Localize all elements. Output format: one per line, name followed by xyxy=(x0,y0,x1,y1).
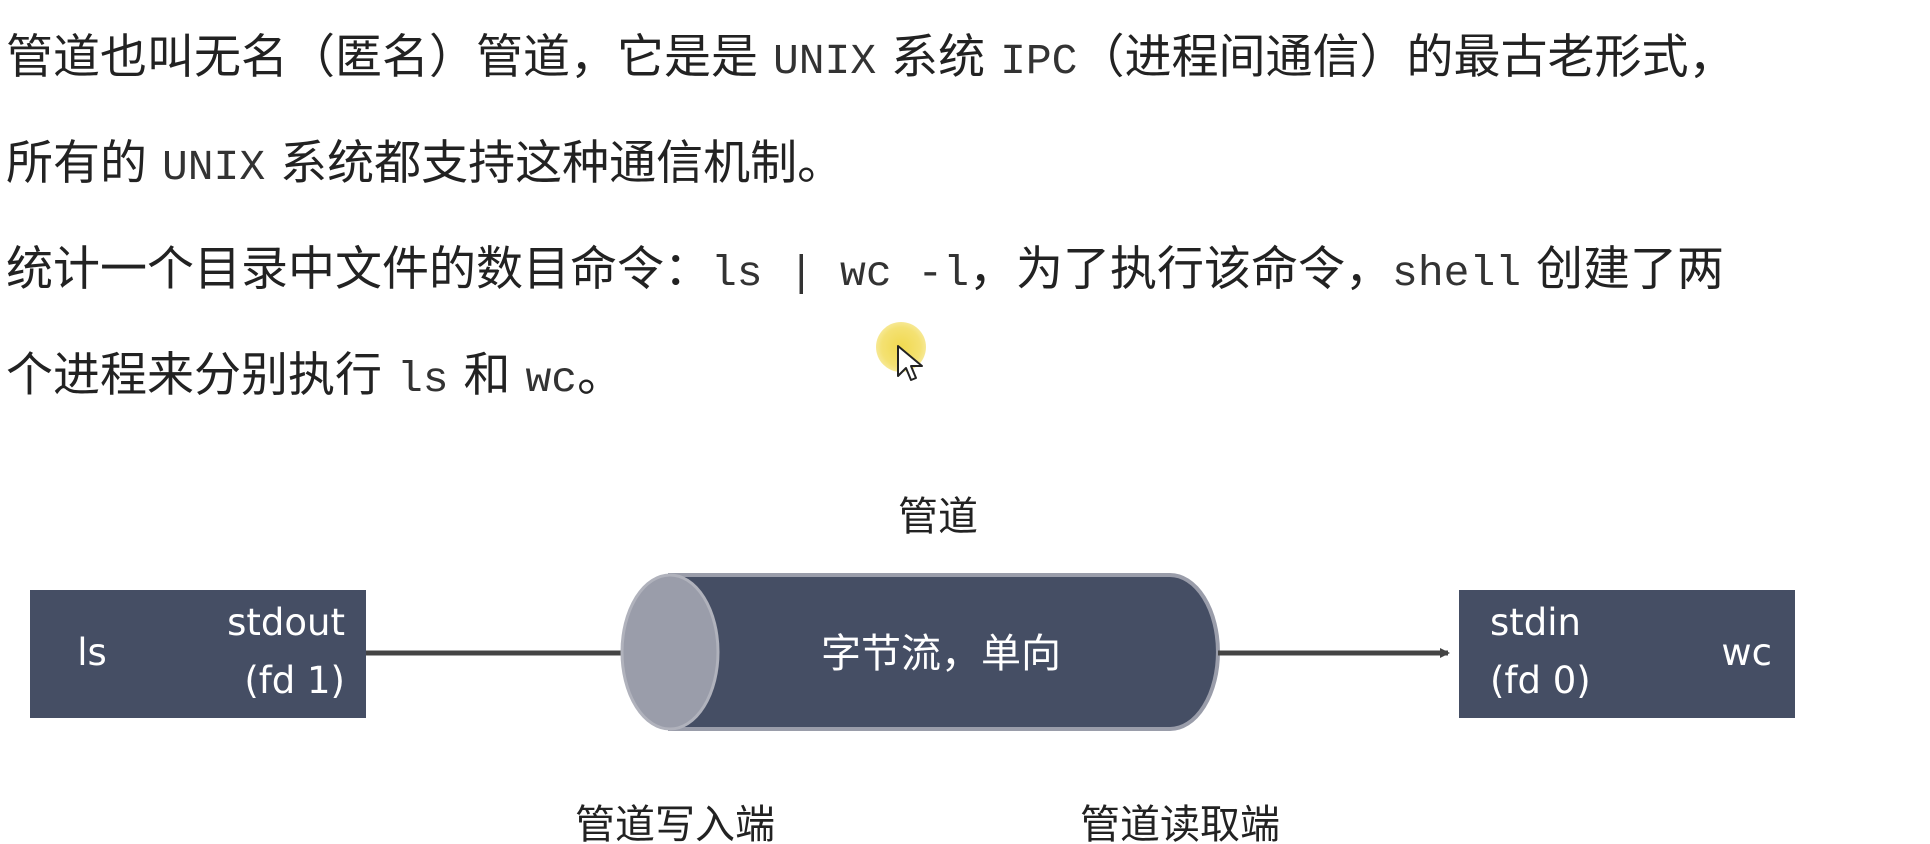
line3-code-command: ls | wc -l xyxy=(711,249,970,298)
line1-code-unix: UNIX xyxy=(772,37,877,86)
line2-code-unix: UNIX xyxy=(161,143,266,192)
right-process-box-rect xyxy=(1459,590,1795,718)
pipe-title: 管道 xyxy=(898,494,978,540)
left-process-name: ls xyxy=(77,631,107,674)
line4-code-ls: ls xyxy=(396,355,449,404)
left-process-port-line1: stdout xyxy=(227,601,345,644)
paragraph-line-4: 个进程来分别执行 ls 和 wc。 xyxy=(6,346,624,410)
line1-code-ipc: IPC xyxy=(1000,37,1078,86)
line3-text-e: 创建了两 xyxy=(1521,242,1725,297)
write-end-label: 管道写入端 xyxy=(575,802,775,844)
read-end-label: 管道读取端 xyxy=(1080,802,1280,844)
right-process-box: stdin (fd 0) wc xyxy=(1459,590,1795,718)
line1-text-e: （进程间通信）的最古老形式， xyxy=(1077,30,1736,85)
pipe-cylinder-body xyxy=(668,573,1220,731)
line2-text-c: 系统都支持这种通信机制。 xyxy=(265,136,845,191)
line3-text-a: 统计一个目录中文件的数目命令： xyxy=(6,242,711,297)
right-process-name: wc xyxy=(1721,631,1772,674)
line1-text-c: 系统 xyxy=(876,30,1001,85)
left-process-box-rect xyxy=(30,590,366,718)
line2-text-a: 所有的 xyxy=(6,136,162,191)
pipe-cylinder-cap xyxy=(620,573,720,731)
right-process-port-line2: (fd 0) xyxy=(1490,659,1591,702)
left-process-port-line2: (fd 1) xyxy=(244,659,345,702)
line4-text-a: 个进程来分别执行 xyxy=(6,348,397,403)
line3-text-c: ，为了执行该命令， xyxy=(969,242,1393,297)
pipe-cylinder: 字节流，单向 xyxy=(620,573,1220,731)
line4-text-c: 和 xyxy=(448,348,526,403)
line3-code-shell: shell xyxy=(1392,249,1522,298)
paragraph-line-2: 所有的 UNIX 系统都支持这种通信机制。 xyxy=(6,134,844,198)
line4-code-wc: wc xyxy=(525,355,578,404)
line1-text-a: 管道也叫无名（匿名）管道，它是是 xyxy=(6,30,773,85)
paragraph-line-3: 统计一个目录中文件的数目命令：ls | wc -l，为了执行该命令，shell … xyxy=(6,240,1724,304)
right-process-port-line1: stdin xyxy=(1490,601,1581,644)
mouse-cursor-icon xyxy=(897,345,923,381)
paragraph-line-1: 管道也叫无名（匿名）管道，它是是 UNIX 系统 IPC（进程间通信）的最古老形… xyxy=(6,28,1735,92)
left-process-box: ls stdout (fd 1) xyxy=(30,590,366,718)
pipe-body-label: 字节流，单向 xyxy=(821,631,1061,677)
line4-text-e: 。 xyxy=(577,348,625,403)
